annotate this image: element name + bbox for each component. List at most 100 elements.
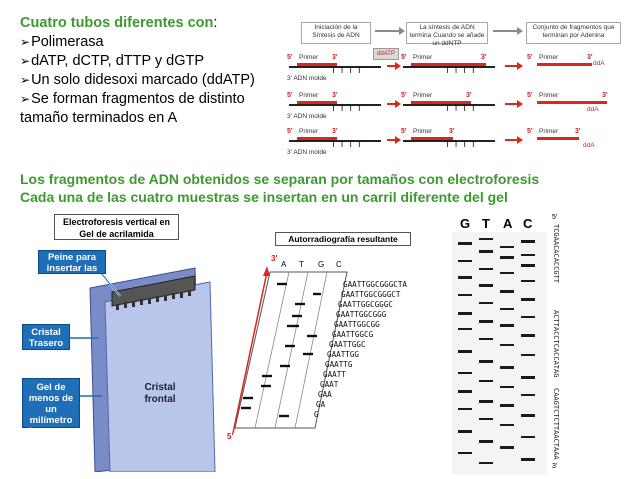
template-bases: T T T T <box>331 104 362 113</box>
flow-arrow-r1-head <box>395 62 401 70</box>
extended-strand <box>411 63 486 66</box>
autoradiography-panel: Autorradiografía resultante A <box>225 228 447 448</box>
template-text: ADN molde <box>293 113 327 120</box>
five-prime-end: 5' <box>227 432 234 441</box>
direction-arrow <box>232 271 268 434</box>
template-text: ADN molde <box>293 149 327 156</box>
gel-photo <box>452 232 547 474</box>
seq-11: GAAT <box>320 380 339 389</box>
bands <box>241 282 321 418</box>
three-prime-end: 3' <box>271 254 278 263</box>
template-strand <box>403 140 495 142</box>
gel-bands <box>458 238 535 464</box>
flow-arrow-r2b <box>505 103 519 105</box>
gel-seq-1: TCGAACACACCGTT <box>552 224 560 284</box>
flow-arrow-r2 <box>387 103 397 105</box>
three-prime-label: 3' <box>466 92 472 99</box>
flow-arrow-r2-head <box>395 100 401 108</box>
template-bases: T T T T <box>445 140 476 149</box>
fragment-strand <box>537 63 592 66</box>
autorad-film <box>232 266 348 434</box>
gel-lane-a: A <box>503 216 513 231</box>
three-prime-label: 3' <box>602 92 608 99</box>
fragment-strand <box>537 101 607 104</box>
primer-label: Primer <box>539 128 559 135</box>
template-text: ADN molde <box>293 75 327 82</box>
three-prime-label: 3' <box>575 128 581 135</box>
extended-strand <box>411 101 471 104</box>
header-arrow-2 <box>493 30 519 32</box>
primer-label: Primer <box>299 54 319 61</box>
seq-2: GAATTGGCGGGCT <box>341 290 401 299</box>
intro-title: Cuatro tubos diferentes con <box>20 15 214 31</box>
electro-title: Electroforesis vertical en Gel de acrila… <box>54 214 179 240</box>
template-strand <box>403 66 495 68</box>
seq-12: GAA <box>318 390 332 399</box>
five-prime-label: 5' <box>287 92 293 99</box>
seq-1: GAATTGGCGGGCTA <box>343 280 408 289</box>
summary-text: Los fragmentos de ADN obtenidos se separ… <box>20 170 630 206</box>
gel-apparatus-drawing <box>70 261 216 472</box>
row-3-col-3: 5' Primer 3' ddA <box>527 128 627 158</box>
template-label: 3' ADN molde <box>287 75 327 82</box>
five-prime-label: 5' <box>527 54 533 61</box>
summary-line-1: Los fragmentos de ADN obtenidos se separ… <box>20 171 540 187</box>
gel-top-label: 5' <box>552 214 558 221</box>
three-prime-label: 3' <box>332 128 338 135</box>
bullet-fragmentos: Se forman fragmentos de distinto tamaño … <box>20 90 270 128</box>
template-strand <box>403 104 495 106</box>
bullet-dntps: dATP, dCTP, dTTP y dGTP <box>20 52 270 71</box>
primer-label: Primer <box>539 54 559 61</box>
seq-8: GAATTGG <box>327 350 360 359</box>
template-label: 3' ADN molde <box>287 149 327 156</box>
dda-label: ddA <box>583 142 595 149</box>
lane-label-a: A <box>281 260 287 269</box>
primer-strand <box>297 137 337 140</box>
flow-arrow-r3b <box>505 139 519 141</box>
header-conjunto: Conjunto de fragmentos que terminan por … <box>526 22 621 44</box>
intro-colon: : <box>213 15 218 31</box>
seq-7: GAATTGGC <box>329 340 366 349</box>
gel-lane-t: T <box>482 216 490 231</box>
row-2-col-2: 5' Primer 3' T T T T <box>401 92 501 122</box>
row-3-col-1: 5' Primer 3' T T T T 3' ADN molde <box>287 128 387 158</box>
lane-label-t: T <box>299 260 304 269</box>
row-2-col-1: 5' Primer 3' T T T T 3' ADN molde <box>287 92 387 122</box>
ddatp-tag: ddATP <box>373 48 399 60</box>
row-1-col-3: 5' Primer 3' ddA <box>527 54 627 84</box>
primer-label: Primer <box>413 54 433 61</box>
five-prime-label: 5' <box>527 128 533 135</box>
comb <box>111 275 196 307</box>
intro-text: Cuatro tubos diferentes con: Polimerasa … <box>20 14 270 128</box>
direction-arrowhead <box>263 266 270 276</box>
flow-arrow-r1b <box>505 65 519 67</box>
bullet-polimerasa: Polimerasa <box>20 33 270 52</box>
dda-label: ddA <box>587 106 599 113</box>
five-prime-label: 5' <box>287 128 293 135</box>
primer-label: Primer <box>539 92 559 99</box>
seq-5: GAATTGGCGG <box>334 320 380 329</box>
flow-arrow-r3-head <box>395 136 401 144</box>
template-label: 3' ADN molde <box>287 113 327 120</box>
bullet-ddatp: Un solo didesoxi marcado (ddATP) <box>20 71 270 90</box>
header-arrow-1-head <box>399 27 405 35</box>
seq-10: GAATT <box>323 370 346 379</box>
row-1-col-1: 5' Primer 3' T T T T 3' ADN molde <box>287 54 387 84</box>
primer-strand <box>297 63 337 66</box>
flow-arrow-r1 <box>387 65 397 67</box>
fragment-strand <box>537 137 579 140</box>
row-2-col-3: 5' Primer 3' ddA <box>527 92 627 122</box>
template-bases: T T T T <box>331 140 362 149</box>
extended-strand <box>411 137 453 140</box>
flow-arrow-r1b-head <box>517 62 523 70</box>
lane-label-g: G <box>318 260 325 269</box>
five-prime-label: 5' <box>527 92 533 99</box>
primer-strand <box>297 101 337 104</box>
five-prime-label: 5' <box>401 92 407 99</box>
gel-seq-3: CAAGTCTCTTAACTAAA <box>552 388 560 460</box>
back-glass-label: Cristal Trasero <box>22 324 70 350</box>
dda-label: ddA <box>593 60 605 67</box>
header-arrow-1 <box>375 30 401 32</box>
front-glass-label: Cristal frontal <box>144 382 176 405</box>
header-iniciacion: Iniciación de la Síntesis de ADN <box>301 22 371 44</box>
